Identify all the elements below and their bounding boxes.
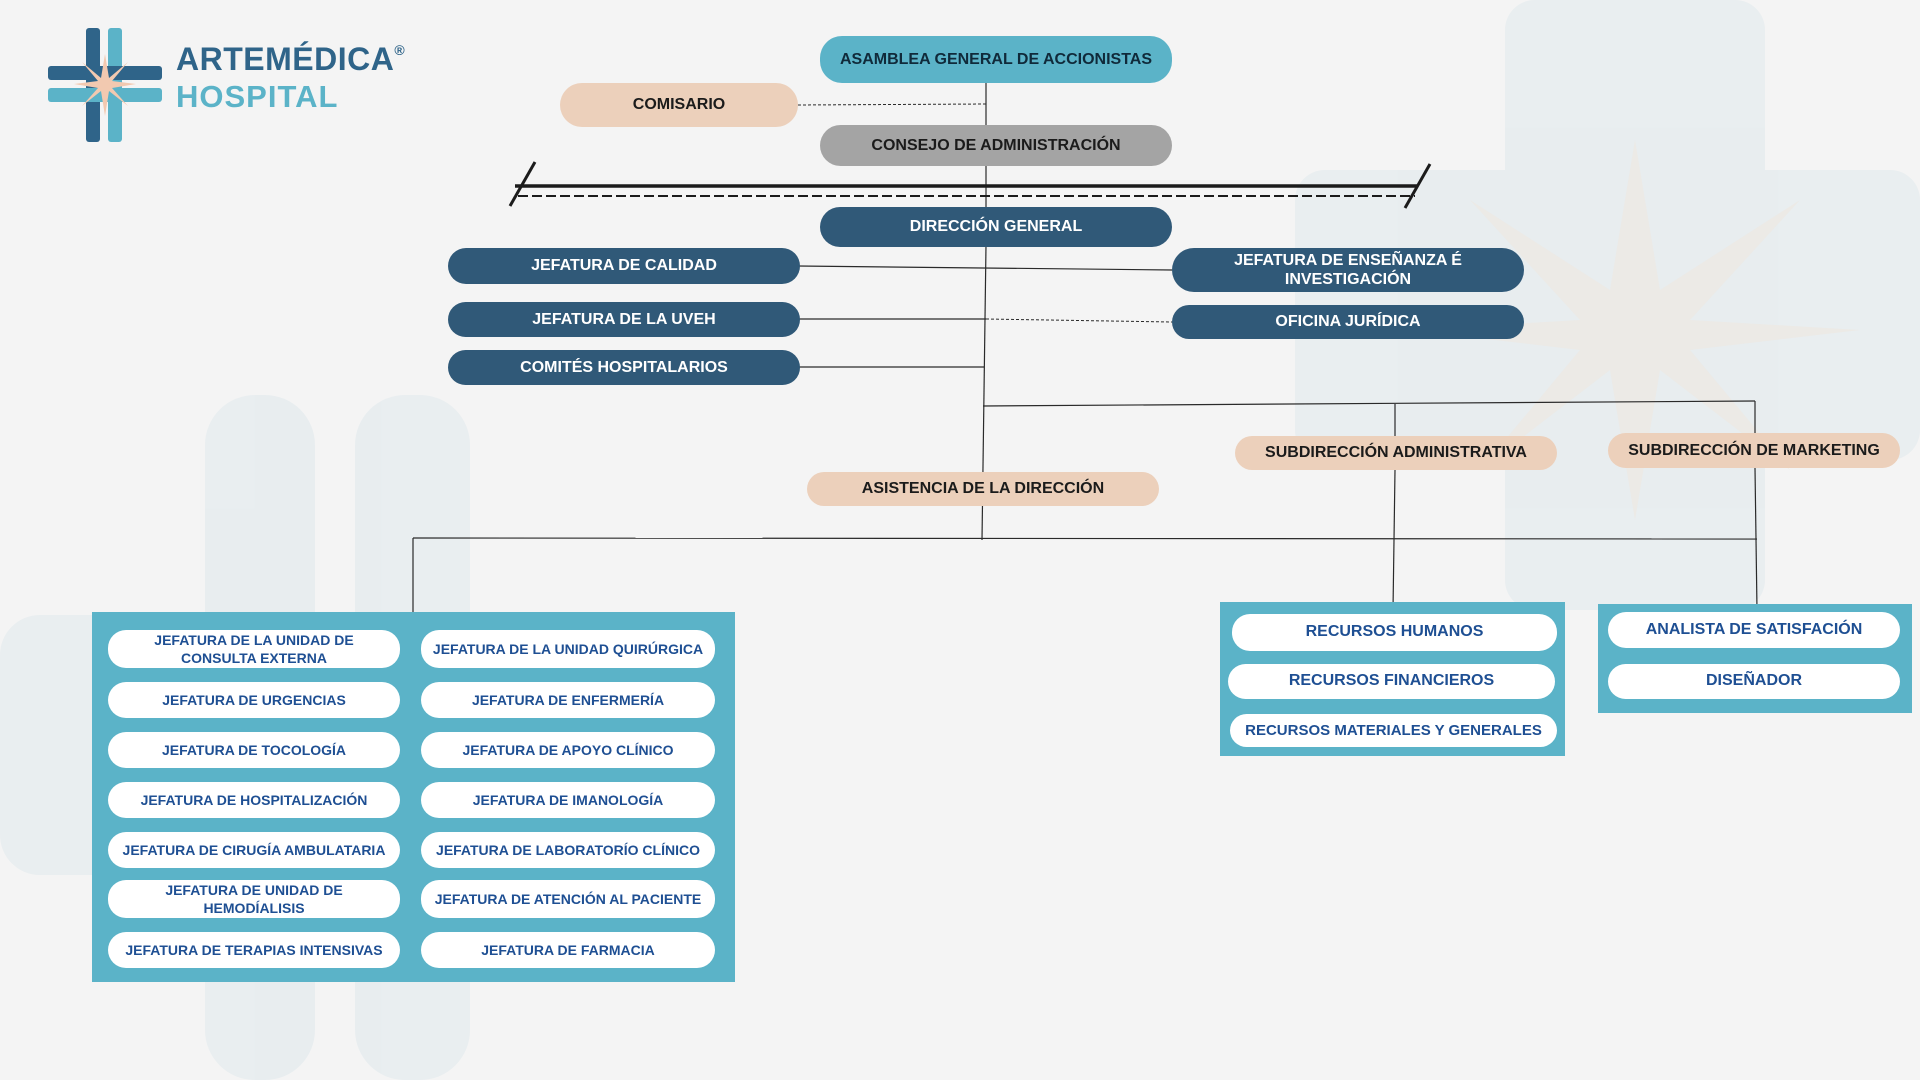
pill-cirugia-ambulataria[interactable]: JEFATURA DE CIRUGÍA AMBULATARIA (108, 832, 400, 868)
pill-atencion-paciente[interactable]: JEFATURA DE ATENCIÓN AL PACIENTE (421, 880, 715, 918)
node-comisario[interactable]: COMISARIO (560, 83, 798, 127)
brand-subtitle: HOSPITAL (176, 79, 339, 114)
pill-hemodialisis[interactable]: JEFATURA DE UNIDAD DE HEMODÍALISIS (108, 880, 400, 918)
brand-name: ARTEMÉDICA® (176, 41, 406, 77)
node-jefatura-uveh[interactable]: JEFATURA DE LA UVEH (448, 302, 800, 337)
node-subdireccion-administrativa[interactable]: SUBDIRECCIÓN ADMINISTRATIVA (1235, 436, 1557, 470)
pill-farmacia[interactable]: JEFATURA DE FARMACIA (421, 932, 715, 968)
node-direccion-general[interactable]: DIRECCIÓN GENERAL (820, 207, 1172, 247)
node-subdireccion-marketing[interactable]: SUBDIRECCIÓN DE MARKETING (1608, 433, 1900, 468)
pill-recursos-humanos[interactable]: RECURSOS HUMANOS (1232, 614, 1557, 651)
pill-enfermeria[interactable]: JEFATURA DE ENFERMERÍA (421, 682, 715, 718)
node-jefatura-ensenanza[interactable]: JEFATURA DE ENSEÑANZA É INVESTIGACIÓN (1172, 248, 1524, 292)
pill-hospitalizacion[interactable]: JEFATURA DE HOSPITALIZACIÓN (108, 782, 400, 818)
pill-disenador[interactable]: DISEÑADOR (1608, 664, 1900, 699)
node-comites-hospitalarios[interactable]: COMITÉS HOSPITALARIOS (448, 350, 800, 385)
node-asamblea[interactable]: ASAMBLEA GENERAL DE ACCIONISTAS (820, 36, 1172, 83)
brand-wordmark: ARTEMÉDICA® HOSPITAL (176, 43, 405, 112)
pill-laboratorio-clinico[interactable]: JEFATURA DE LABORATORÍO CLÍNICO (421, 832, 715, 868)
pill-imanologia[interactable]: JEFATURA DE IMANOLOGÍA (421, 782, 715, 818)
node-asistencia-direccion[interactable]: ASISTENCIA DE LA DIRECCIÓN (807, 472, 1159, 506)
node-consejo[interactable]: CONSEJO DE ADMINISTRACIÓN (820, 125, 1172, 166)
pill-analista-satisfacion[interactable]: ANALISTA DE SATISFACIÓN (1608, 612, 1900, 648)
pill-terapias-intensivas[interactable]: JEFATURA DE TERAPIAS INTENSIVAS (108, 932, 400, 968)
artemedica-cross-logo-icon (48, 28, 162, 142)
pill-unidad-quirurgica[interactable]: JEFATURA DE LA UNIDAD QUIRÚRGICA (421, 630, 715, 668)
registered-mark: ® (394, 42, 406, 58)
node-oficina-juridica[interactable]: OFICINA JURÍDICA (1172, 305, 1524, 339)
pill-recursos-materiales[interactable]: RECURSOS MATERIALES Y GENERALES (1230, 714, 1557, 747)
pill-recursos-financieros[interactable]: RECURSOS FINANCIEROS (1228, 664, 1555, 699)
pill-apoyo-clinico[interactable]: JEFATURA DE APOYO CLÍNICO (421, 732, 715, 768)
pill-urgencias[interactable]: JEFATURA DE URGENCIAS (108, 682, 400, 718)
pill-tocologia[interactable]: JEFATURA DE TOCOLOGÍA (108, 732, 400, 768)
node-jefatura-calidad[interactable]: JEFATURA DE CALIDAD (448, 248, 800, 284)
pill-consulta-externa[interactable]: JEFATURA DE LA UNIDAD DE CONSULTA EXTERN… (108, 630, 400, 668)
